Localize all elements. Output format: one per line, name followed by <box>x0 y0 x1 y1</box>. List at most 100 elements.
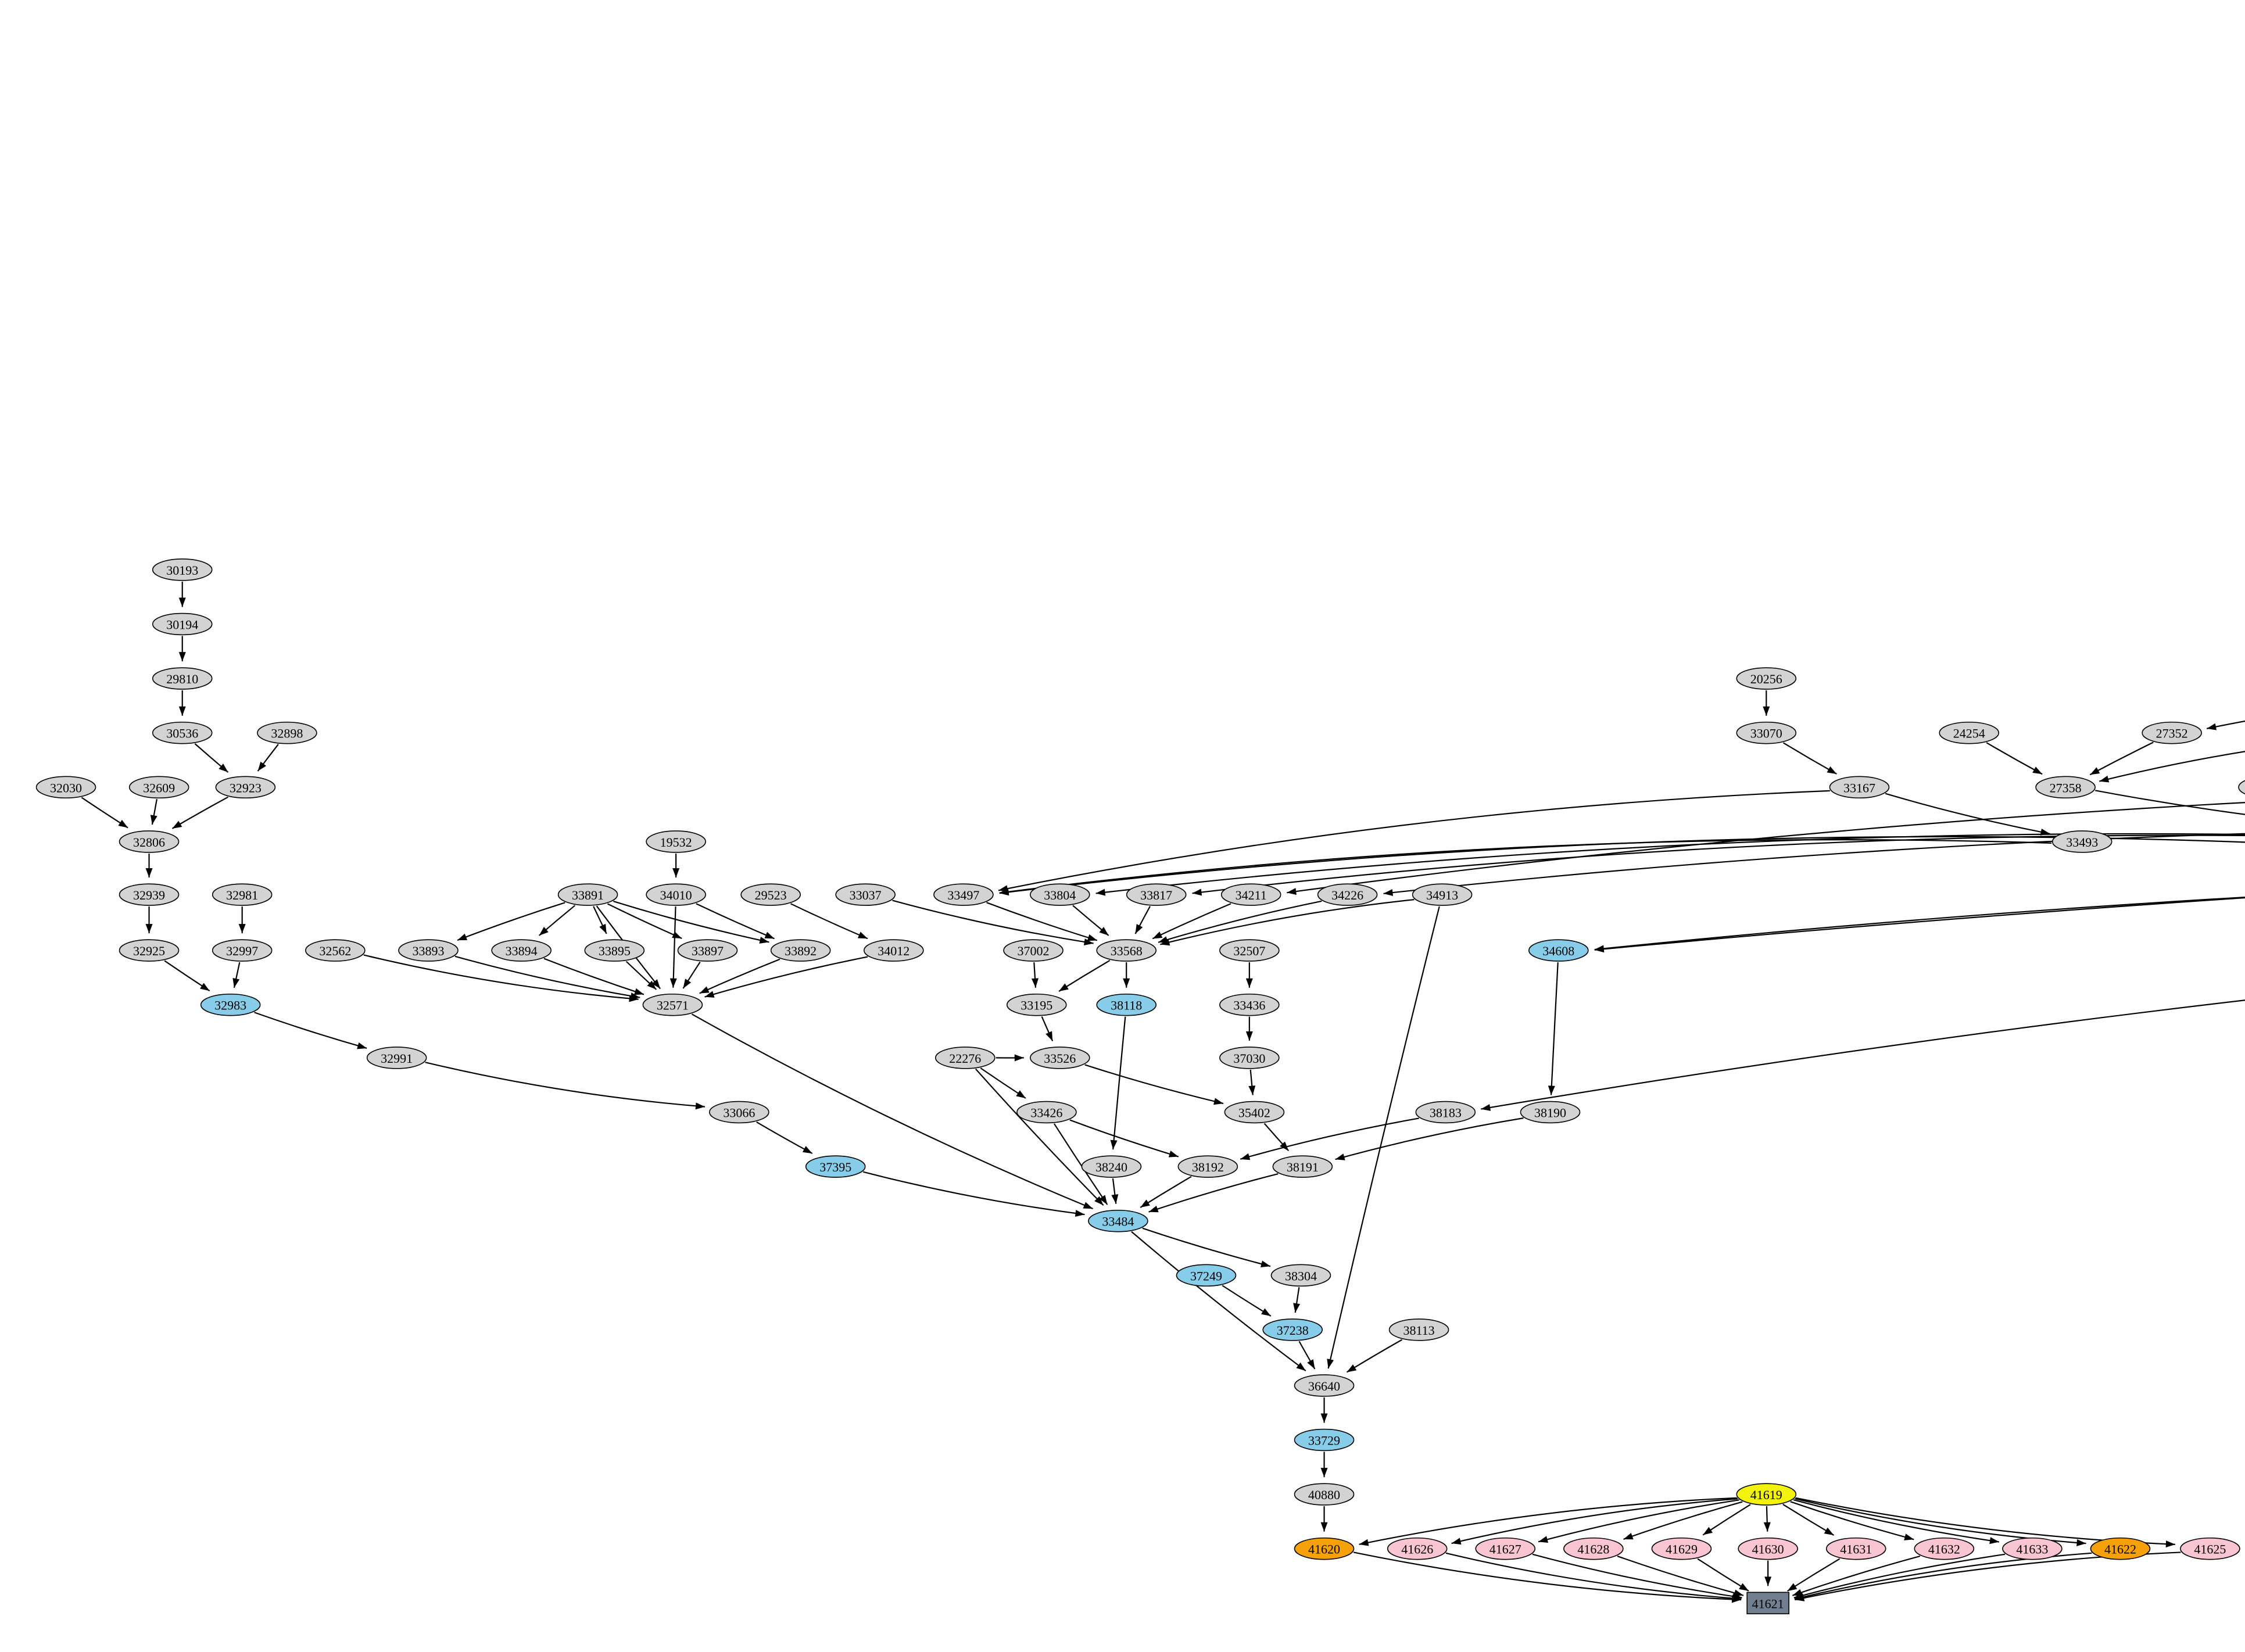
node-shape-ellipse[interactable] <box>1736 721 1797 744</box>
node-shape-ellipse[interactable] <box>1829 776 1890 799</box>
graph-node-34913[interactable]: 34913 <box>1412 883 1473 906</box>
node-shape-ellipse[interactable] <box>152 721 213 744</box>
graph-node-33894[interactable]: 33894 <box>491 939 552 962</box>
node-shape-ellipse[interactable] <box>2180 1537 2240 1560</box>
graph-node-32939[interactable]: 32939 <box>119 883 180 906</box>
node-shape-ellipse[interactable] <box>584 939 645 962</box>
graph-node-32991[interactable]: 32991 <box>366 1047 427 1069</box>
graph-node-34010[interactable]: 34010 <box>646 883 706 906</box>
graph-node-34608[interactable]: 34608 <box>1528 939 1589 962</box>
graph-node-33817[interactable]: 33817 <box>1126 883 1187 906</box>
node-shape-ellipse[interactable] <box>1651 1537 1712 1560</box>
node-shape-ellipse[interactable] <box>646 830 706 853</box>
graph-node-33426[interactable]: 33426 <box>1016 1101 1077 1124</box>
graph-node-38240[interactable]: 38240 <box>1081 1155 1142 1178</box>
node-shape-ellipse[interactable] <box>1412 883 1473 906</box>
node-shape-ellipse[interactable] <box>1224 1101 1285 1124</box>
node-shape-ellipse[interactable] <box>257 721 317 744</box>
node-shape-ellipse[interactable] <box>398 939 459 962</box>
node-shape-ellipse[interactable] <box>642 993 703 1016</box>
graph-node-38190[interactable]: 38190 <box>1520 1101 1581 1124</box>
graph-node-29810[interactable]: 29810 <box>152 667 213 690</box>
node-shape-ellipse[interactable] <box>1270 1264 1331 1287</box>
graph-node-22276[interactable]: 22276 <box>934 1047 996 1069</box>
node-shape-ellipse[interactable] <box>1388 1318 1449 1341</box>
graph-node-38118[interactable]: 38118 <box>1096 993 1156 1016</box>
graph-node-34211[interactable]: 34211 <box>1220 883 1281 906</box>
graph-node-32997[interactable]: 32997 <box>212 939 273 962</box>
graph-node-33895[interactable]: 33895 <box>584 939 645 962</box>
node-shape-ellipse[interactable] <box>557 883 618 906</box>
graph-node-41628[interactable]: 41628 <box>1563 1537 1624 1560</box>
node-shape-ellipse[interactable] <box>1294 1374 1355 1397</box>
node-shape-ellipse[interactable] <box>305 939 366 962</box>
node-shape-ellipse[interactable] <box>1081 1155 1142 1178</box>
graph-node-33729[interactable]: 33729 <box>1294 1428 1355 1452</box>
graph-node-32923[interactable]: 32923 <box>215 776 276 799</box>
node-shape-ellipse[interactable] <box>2238 776 2245 798</box>
node-shape-ellipse[interactable] <box>934 1047 996 1069</box>
graph-node-32898[interactable]: 32898 <box>257 721 317 744</box>
graph-node-33497[interactable]: 33497 <box>933 883 994 906</box>
graph-node-38113[interactable]: 38113 <box>1388 1318 1449 1341</box>
node-shape-ellipse[interactable] <box>1563 1537 1624 1560</box>
graph-node-32981[interactable]: 32981 <box>212 883 273 906</box>
node-shape-ellipse[interactable] <box>128 776 189 799</box>
node-shape-ellipse[interactable] <box>2051 830 2112 853</box>
node-shape-ellipse[interactable] <box>1262 1318 1323 1341</box>
graph-node-41630[interactable]: 41630 <box>1738 1537 1798 1560</box>
graph-node-36640[interactable]: 36640 <box>1294 1374 1355 1397</box>
node-shape-ellipse[interactable] <box>1317 883 1378 906</box>
graph-node-33195[interactable]: 33195 <box>1006 993 1067 1016</box>
node-shape-ellipse[interactable] <box>770 939 831 962</box>
graph-node-41627[interactable]: 41627 <box>1475 1537 1536 1560</box>
node-shape-ellipse[interactable] <box>1219 993 1280 1016</box>
node-shape-ellipse[interactable] <box>1220 883 1281 906</box>
graph-node-33891[interactable]: 33891 <box>557 883 618 906</box>
node-shape-ellipse[interactable] <box>152 558 213 581</box>
graph-node-30194[interactable]: 30194 <box>152 612 213 636</box>
node-shape-ellipse[interactable] <box>1272 1155 1333 1178</box>
node-shape-ellipse[interactable] <box>1096 993 1156 1016</box>
node-shape-ellipse[interactable] <box>1825 1537 1886 1560</box>
graph-node-33484[interactable]: 33484 <box>1088 1209 1148 1232</box>
graph-node-24254[interactable]: 24254 <box>1939 721 2000 744</box>
graph-node-38183[interactable]: 38183 <box>1415 1101 1476 1124</box>
node-shape-ellipse[interactable] <box>1939 721 2000 744</box>
graph-node-33436[interactable]: 33436 <box>1219 993 1280 1016</box>
node-shape-ellipse[interactable] <box>1294 1537 1355 1560</box>
node-shape-ellipse[interactable] <box>1030 1047 1090 1069</box>
graph-node-32806[interactable]: 32806 <box>119 830 180 853</box>
node-shape-ellipse[interactable] <box>35 776 96 799</box>
node-shape-ellipse[interactable] <box>864 939 924 962</box>
node-shape-ellipse[interactable] <box>740 883 801 906</box>
graph-node-41631[interactable]: 41631 <box>1825 1537 1886 1560</box>
graph-node-41626[interactable]: 41626 <box>1387 1537 1448 1560</box>
graph-node-37249[interactable]: 37249 <box>1176 1264 1237 1287</box>
graph-node-41622[interactable]: 41622 <box>2090 1537 2151 1560</box>
graph-node-41619[interactable]: 41619 <box>1736 1483 1797 1506</box>
graph-node-41629[interactable]: 41629 <box>1651 1537 1712 1560</box>
graph-node-33526[interactable]: 33526 <box>1030 1047 1090 1069</box>
node-shape-ellipse[interactable] <box>1387 1537 1448 1560</box>
graph-node-30193[interactable]: 30193 <box>152 558 213 581</box>
graph-node-41625[interactable]: 41625 <box>2180 1537 2240 1560</box>
graph-node-41633[interactable]: 41633 <box>2002 1537 2063 1560</box>
graph-node-33568[interactable]: 33568 <box>1096 939 1156 962</box>
graph-node-38191[interactable]: 38191 <box>1272 1155 1333 1178</box>
node-shape-ellipse[interactable] <box>1736 667 1797 690</box>
node-shape-ellipse[interactable] <box>1475 1537 1536 1560</box>
node-shape-ellipse[interactable] <box>1415 1101 1476 1124</box>
node-shape-ellipse[interactable] <box>2090 1537 2151 1560</box>
graph-node-34226[interactable]: 34226 <box>1317 883 1378 906</box>
graph-node-32925[interactable]: 32925 <box>119 939 180 962</box>
graph-node-32507[interactable]: 32507 <box>1219 939 1280 962</box>
node-shape-ellipse[interactable] <box>119 939 180 962</box>
graph-node-33804[interactable]: 33804 <box>1030 883 1090 906</box>
node-shape-ellipse[interactable] <box>677 939 738 962</box>
graph-node-33493[interactable]: 33493 <box>2051 830 2112 853</box>
graph-node-41620[interactable]: 41620 <box>1294 1537 1355 1560</box>
node-shape-ellipse[interactable] <box>152 612 213 636</box>
node-shape-ellipse[interactable] <box>119 883 180 906</box>
